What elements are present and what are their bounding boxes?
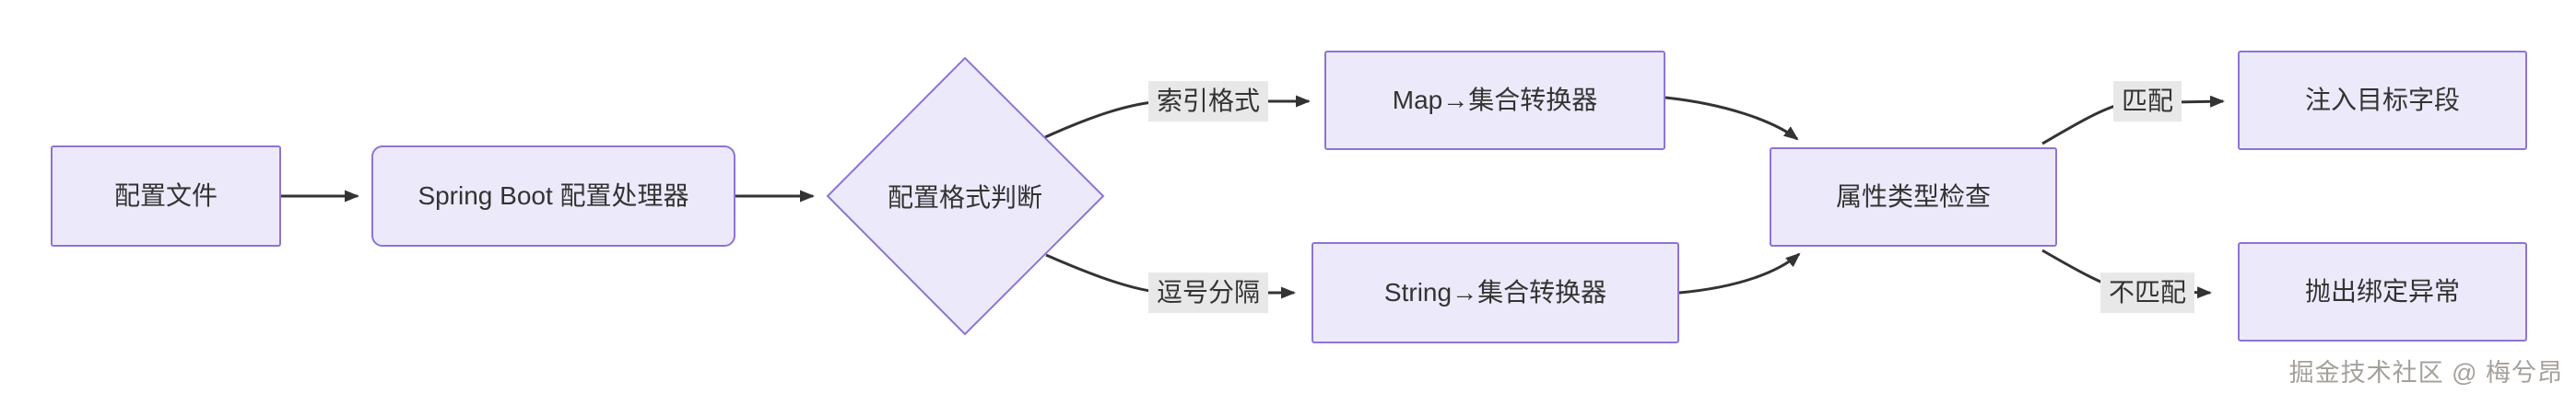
node-type-check: 属性类型检查	[1770, 147, 2057, 247]
node-throw-exception: 抛出绑定异常	[2238, 242, 2527, 342]
node-format-decision-label: 配置格式判断	[887, 183, 1042, 212]
node-format-decision: 配置格式判断	[827, 58, 1103, 334]
edge-mapconverter-typecheck	[1664, 96, 1799, 141]
node-inject-field: 注入目标字段	[2238, 51, 2527, 150]
node-spring-boot-processor: Spring Boot 配置处理器	[371, 145, 735, 247]
node-format-decision-shape	[826, 56, 1105, 336]
node-inject-field-label: 注入目标字段	[2304, 85, 2460, 114]
watermark: 掘金技术社区 @ 梅兮昂	[2288, 359, 2563, 387]
node-map-converter: Map→集合转换器	[1324, 51, 1665, 150]
edge-stringconverter-typecheck	[1678, 252, 1801, 295]
edge-label-comma-separated: 逗号分隔	[1147, 272, 1269, 313]
edge-label-index-format: 索引格式	[1147, 81, 1269, 122]
node-spring-boot-processor-label: Spring Boot 配置处理器	[418, 180, 689, 210]
node-throw-exception-label: 抛出绑定异常	[2304, 276, 2460, 306]
node-type-check-label: 属性类型检查	[1835, 181, 1991, 211]
node-string-converter-label: String→集合转换器	[1383, 277, 1607, 307]
node-map-converter-label: Map→集合转换器	[1392, 85, 1598, 114]
node-config-file: 配置文件	[51, 145, 281, 247]
node-config-file-label: 配置文件	[113, 180, 218, 210]
edge-label-match: 匹配	[2112, 81, 2182, 122]
node-string-converter: String→集合转换器	[1312, 242, 1679, 343]
edge-label-no-match: 不匹配	[2100, 272, 2195, 313]
